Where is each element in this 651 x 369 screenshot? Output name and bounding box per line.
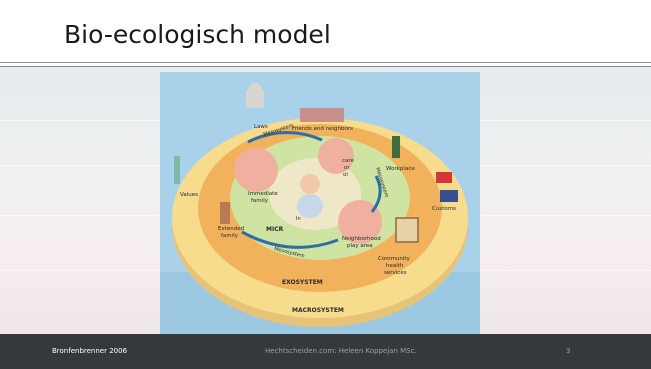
community-label-line3: services	[384, 270, 407, 276]
slide-header: Bio-ecologisch model	[0, 0, 651, 67]
canada-flag-icon	[436, 172, 452, 183]
immediate-family-label-line1: Immediate	[248, 191, 278, 197]
macrosystem-label: MACROSYSTEM	[292, 307, 344, 314]
bioecological-diagram: Laws Friends and neighbors Workplace Cus…	[160, 72, 480, 334]
slide-number: 3	[566, 347, 571, 355]
extended-family-label-line1: Extended	[218, 226, 244, 232]
statue-of-liberty-icon	[174, 156, 180, 184]
extended-family-label-line2: family	[221, 233, 239, 239]
daycare-label-line2: or	[344, 165, 350, 171]
exosystem-label: EXOSYSTEM	[282, 279, 323, 286]
immediate-family-label-line2: family	[251, 198, 269, 204]
customs-label: Customs	[432, 206, 456, 212]
microsystem-label: MICR	[266, 226, 284, 233]
community-label-line2: health	[386, 263, 404, 269]
mesosystem-arrow-bottom	[241, 230, 339, 249]
mesosystem-arrow-right	[370, 175, 382, 213]
footer-author: Hechtscheiden.com: Heleen Koppejan MSc.	[265, 347, 417, 355]
mesosystem-arrow-top	[247, 130, 323, 144]
slide-title: Bio-ecologisch model	[64, 20, 331, 49]
houses-icon	[300, 108, 344, 122]
worker-icon	[392, 136, 400, 158]
portrait-icon	[395, 217, 419, 243]
immediate-family-setting	[234, 148, 278, 192]
in-label: In	[296, 216, 301, 222]
daycare-label-line3: ol	[343, 172, 348, 178]
child-body-icon	[297, 194, 323, 218]
laws-label: Laws	[254, 124, 268, 130]
grandparents-icon	[220, 202, 230, 224]
bioecological-svg: Laws Friends and neighbors Workplace Cus…	[160, 72, 480, 334]
community-label-line1: Community	[378, 256, 411, 262]
daycare-label-line1: care	[342, 158, 355, 164]
workplace-label: Workplace	[386, 166, 415, 172]
individual-center	[269, 158, 361, 230]
usa-flag-icon	[440, 190, 458, 202]
friends-neighbors-label: Friends and neighbors	[292, 126, 353, 132]
capitol-dome-icon	[248, 83, 262, 97]
child-head-icon	[300, 174, 320, 194]
values-label: Values	[180, 192, 198, 198]
daycare-setting	[318, 138, 354, 174]
neighborhood-label-line2: play area	[347, 243, 373, 249]
footer-source: Bronfenbrenner 2006	[52, 347, 128, 355]
slide-footer: Bronfenbrenner 2006 Hechtscheiden.com: H…	[0, 334, 651, 369]
neighborhood-label-line1: Neighborhood	[342, 236, 381, 242]
